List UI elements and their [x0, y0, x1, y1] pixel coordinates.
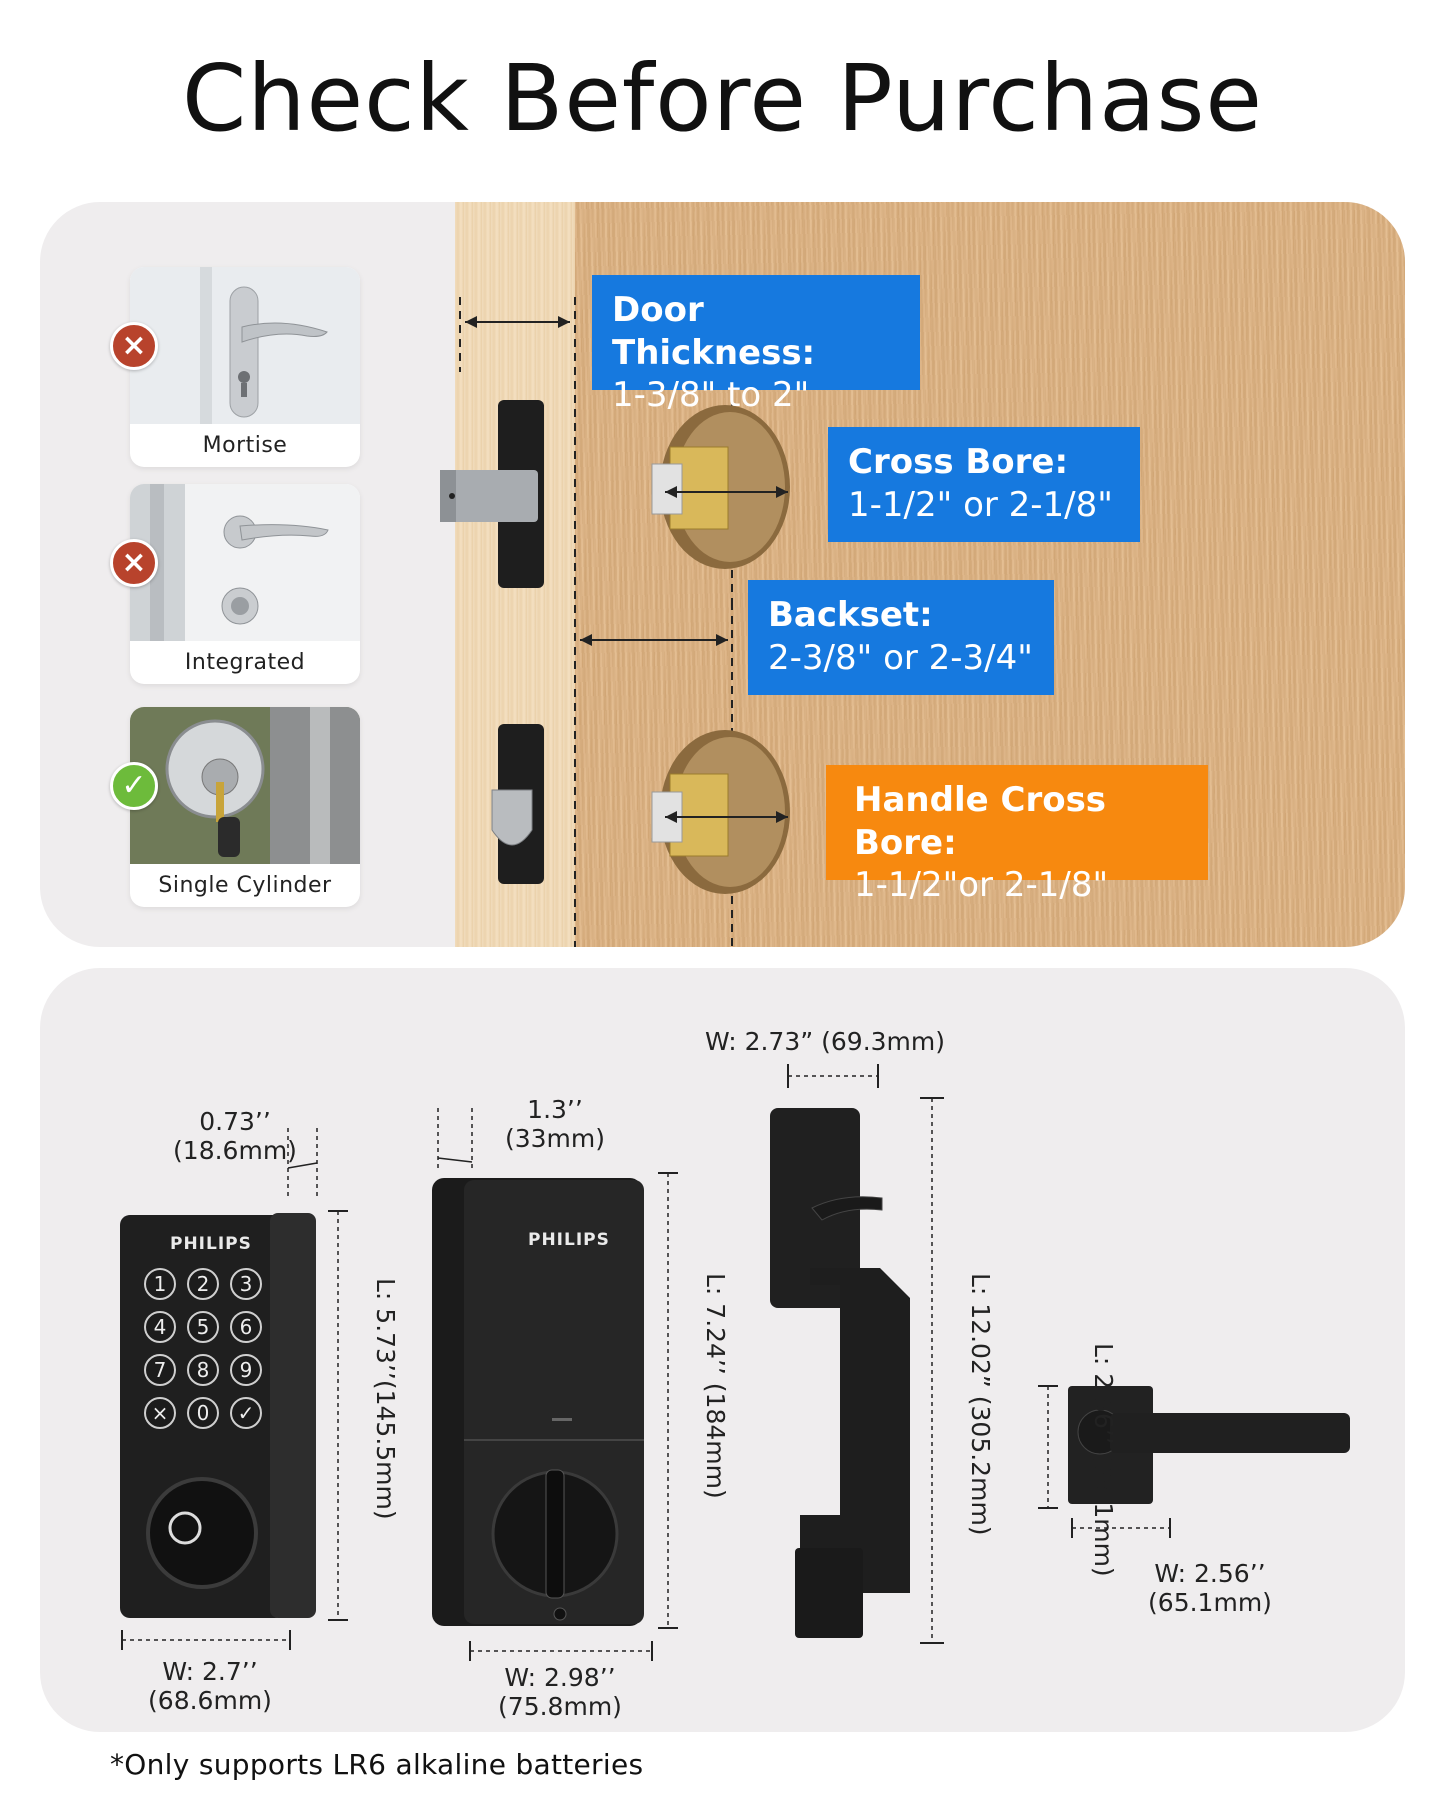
battery-footnote: *Only supports LR6 alkaline batteries: [110, 1748, 644, 1781]
dim-line: (68.6mm): [148, 1685, 272, 1715]
door-thickness-callout: Door Thickness: 1-3/8" to 2": [592, 275, 920, 415]
lock-type-label: Integrated: [184, 650, 306, 675]
callout-heading: Door Thickness:: [612, 290, 816, 373]
handleset-width-label: W: 2.73” (69.3mm): [704, 1027, 946, 1056]
callout-heading: Cross Bore:: [848, 442, 1069, 482]
keypad-key: ✓: [230, 1397, 262, 1429]
backset-callout: Backset: 2-3/8" or 2-3/4": [748, 580, 1054, 695]
callout-value: 2-3/8" or 2-3/4": [768, 637, 1033, 678]
keypad-key: 9: [230, 1354, 262, 1386]
mortise-lock-photo: [130, 267, 360, 424]
keypad-key: ×: [144, 1397, 176, 1429]
interior-width-label: W: 2.98’’ (75.8mm): [460, 1663, 660, 1722]
dim-line: W: 2.7’’: [162, 1657, 258, 1686]
callout-value: 1-3/8" to 2": [612, 375, 810, 415]
cross-icon: ×: [110, 539, 158, 587]
keypad-key: 2: [187, 1268, 219, 1300]
single-cylinder-photo: [130, 707, 360, 864]
keypad-key: 8: [187, 1354, 219, 1386]
interior-depth-label: 1.3’’ (33mm): [480, 1095, 630, 1154]
page-title: Check Before Purchase: [181, 45, 1264, 152]
handle-cross-bore-callout: Handle Cross Bore: 1-1/2"or 2-1/8": [826, 765, 1208, 905]
keypad-depth-label: 0.73’’ (18.6mm): [140, 1107, 330, 1166]
keypad-key: 7: [144, 1354, 176, 1386]
keypad-width-label: W: 2.7’’ (68.6mm): [115, 1657, 305, 1716]
lock-type-card-single-cylinder: Single Cylinder: [130, 707, 360, 907]
dim-line: 1.3’’: [527, 1095, 583, 1124]
keypad-brand-logo: PHILIPS: [170, 1234, 252, 1254]
cross-bore-callout: Cross Bore: 1-1/2" or 2-1/8": [828, 427, 1140, 542]
callout-value: 1-1/2"or 2-1/8": [854, 865, 1109, 905]
lock-type-card-mortise: Mortise: [130, 267, 360, 467]
dim-line: (18.6mm): [173, 1135, 297, 1165]
keypad-key: 3: [230, 1268, 262, 1300]
keypad-length-label: L: 5.73’’(145.5mm): [371, 1278, 400, 1520]
dim-line: W: 2.98’’: [504, 1663, 616, 1692]
keypad-key: 0: [187, 1397, 219, 1429]
check-icon: ✓: [110, 762, 158, 810]
cross-icon: ×: [110, 322, 158, 370]
dim-line: (33mm): [504, 1123, 606, 1153]
keypad-key: 4: [144, 1311, 176, 1343]
callout-value: 1-1/2" or 2-1/8": [848, 484, 1113, 525]
integrated-lock-photo: [130, 484, 360, 641]
lock-type-label: Mortise: [202, 433, 288, 458]
lever-length-label: L: 2.56’’ (65.1mm): [1089, 1343, 1118, 1577]
interior-brand-logo: PHILIPS: [528, 1230, 610, 1250]
keypad-key: 6: [230, 1311, 262, 1343]
callout-heading: Handle Cross Bore:: [854, 780, 1107, 863]
door-spec-panel: Mortise × Integrated × Single Cylinder ✓: [40, 202, 1405, 947]
interior-length-label: L: 7.24’’ (184mm): [701, 1273, 730, 1499]
dim-line: (75.8mm): [498, 1691, 622, 1721]
dim-line: 0.73’’: [199, 1107, 271, 1136]
handleset-length-label: L: 12.02” (305.2mm): [966, 1273, 995, 1536]
lock-type-label: Single Cylinder: [158, 873, 332, 898]
lever-width-label: W: 2.56’’ (65.1mm): [1148, 1559, 1272, 1617]
callout-heading: Backset:: [768, 595, 933, 635]
keypad-key: 1: [144, 1268, 176, 1300]
door-measurement-diagram: [440, 297, 790, 947]
lock-type-card-integrated: Integrated: [130, 484, 360, 684]
keypad-key: 5: [187, 1311, 219, 1343]
